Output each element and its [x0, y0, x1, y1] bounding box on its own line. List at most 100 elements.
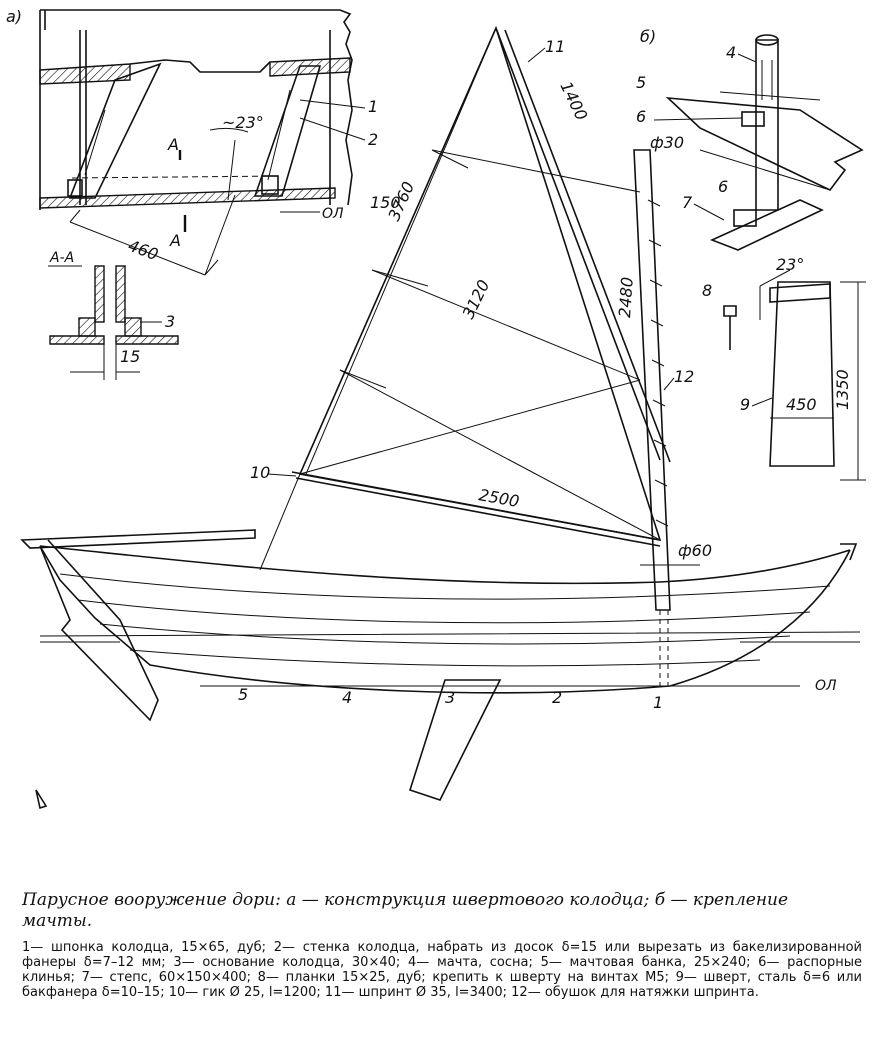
- sail-luff: [299, 27, 497, 475]
- callout-6a: 6: [636, 107, 646, 126]
- trunk-wall-right: [253, 65, 322, 197]
- centerboard-plate: [769, 281, 835, 467]
- base-block-right: [261, 175, 279, 195]
- angle-label: ~23°: [222, 113, 264, 132]
- callout-11: 11: [545, 37, 565, 56]
- top-plank-left: [39, 63, 131, 85]
- base-block-left: [67, 179, 83, 197]
- section-cut-marks: [178, 150, 187, 232]
- section-a-a: А-А 15 3: [48, 250, 179, 380]
- panel-a-trunk: а) 460 ~23° А А ОЛ 1 2: [6, 7, 378, 276]
- dim-15-label: 15: [120, 347, 140, 366]
- callout-10-leader: [267, 473, 297, 477]
- hull-sheer: [39, 545, 851, 585]
- callout-leaders-b: [653, 53, 757, 221]
- angle-lines: [759, 269, 791, 320]
- dory-hull: ОЛ 5 4 3 2 1: [20, 529, 861, 810]
- hull-waterline-label: ОЛ: [815, 678, 837, 694]
- sail-and-rig: 1400 ф30 150 3760 3120 2480 2500 ф60 11 …: [250, 25, 712, 690]
- mast-hoops: [647, 199, 669, 527]
- thwart-edges: [699, 91, 831, 191]
- station-4: 4: [342, 688, 352, 707]
- sail-seams: [299, 149, 661, 541]
- dim-mast-top-label: ф30: [650, 133, 684, 152]
- dim-2480-label: 2480: [615, 276, 637, 318]
- mast-hidden: [659, 610, 669, 690]
- hull-strake-3: [99, 623, 791, 645]
- tiller: [20, 529, 256, 549]
- section-base-left: [78, 317, 96, 337]
- callout-12-leader: [663, 377, 675, 391]
- callout-12: 12: [674, 367, 694, 386]
- station-2: 2: [552, 688, 562, 707]
- hull-frame: [39, 9, 340, 210]
- hull-strake-2: [77, 599, 811, 624]
- wedges-upper: [741, 111, 765, 127]
- board-cleat: [769, 283, 831, 303]
- callout-9-leader: [751, 397, 773, 407]
- dim-150-label: 150: [370, 193, 401, 212]
- sprit: [495, 27, 671, 463]
- section-bottom: [49, 335, 179, 345]
- break-line: [339, 9, 353, 206]
- dim-460-label: 460: [126, 236, 161, 264]
- dim-450-label: 450: [786, 395, 817, 414]
- callout-9: 9: [740, 395, 750, 414]
- callout-11-leader: [527, 47, 546, 63]
- callout-2: 2: [368, 130, 378, 149]
- batten-part: [723, 305, 737, 350]
- mast-b-grain: [761, 60, 773, 100]
- trunk-wall-inner: [84, 89, 291, 181]
- stem: [840, 543, 858, 561]
- dim-1350-label: 1350: [833, 369, 852, 410]
- callout-4: 4: [726, 43, 736, 62]
- angle-arc: [209, 127, 249, 201]
- section-mark-upper: А: [167, 135, 179, 154]
- station-5: 5: [238, 685, 248, 704]
- panel-a-label: а): [6, 7, 22, 26]
- dim-1400-label: 1400: [556, 78, 591, 123]
- section-wall-left: [94, 265, 105, 323]
- mast-step: [709, 199, 824, 251]
- callout-1: 1: [368, 97, 378, 116]
- top-plank-right: [269, 57, 351, 77]
- dim-15-lines: [70, 340, 140, 380]
- sheet-line: [259, 473, 301, 571]
- hull-strake-1: [59, 573, 831, 600]
- waterline: [39, 631, 861, 643]
- section-wall-right: [115, 265, 126, 323]
- callout-8: 8: [702, 281, 712, 300]
- section-base-right: [124, 317, 142, 337]
- centerboard: [408, 679, 502, 801]
- stray-mark: [35, 789, 48, 810]
- dim-460: [69, 194, 236, 276]
- callout-3: 3: [165, 312, 175, 331]
- wedges-lower: [733, 209, 757, 227]
- callout-7: 7: [682, 193, 693, 212]
- hull-outline: [39, 545, 851, 694]
- board-angle-label: 23°: [776, 255, 804, 274]
- section-mark-lower: А: [169, 231, 181, 250]
- callout-10: 10: [250, 463, 270, 482]
- dim-1350-lines: [840, 281, 866, 481]
- station-1: 1: [653, 693, 663, 712]
- top-cap: [129, 59, 271, 73]
- mast: [633, 149, 671, 611]
- callout-leaders-a: [299, 99, 366, 141]
- mast-thwart: [665, 96, 864, 192]
- sailing-rig-drawing: а) 460 ~23° А А ОЛ 1 2 А-А: [6, 7, 866, 810]
- panel-a-waterline-label: ОЛ: [322, 206, 344, 222]
- caption-title: Парусное вооружение дори: а — конструкци…: [22, 890, 789, 931]
- station-3: 3: [445, 688, 455, 707]
- dim-3120-label: 3120: [459, 277, 494, 322]
- boom: [291, 471, 661, 547]
- mast-b-top: [755, 34, 779, 46]
- trunk-wall-left: [68, 62, 162, 199]
- rudder: [39, 539, 159, 722]
- section-a-a-label: А-А: [49, 250, 74, 266]
- callout-5: 5: [636, 73, 646, 92]
- hull-strake-4: [129, 649, 761, 667]
- mast-b: [755, 39, 779, 211]
- callout-6b: 6: [718, 177, 728, 196]
- sail-battens: [339, 149, 469, 389]
